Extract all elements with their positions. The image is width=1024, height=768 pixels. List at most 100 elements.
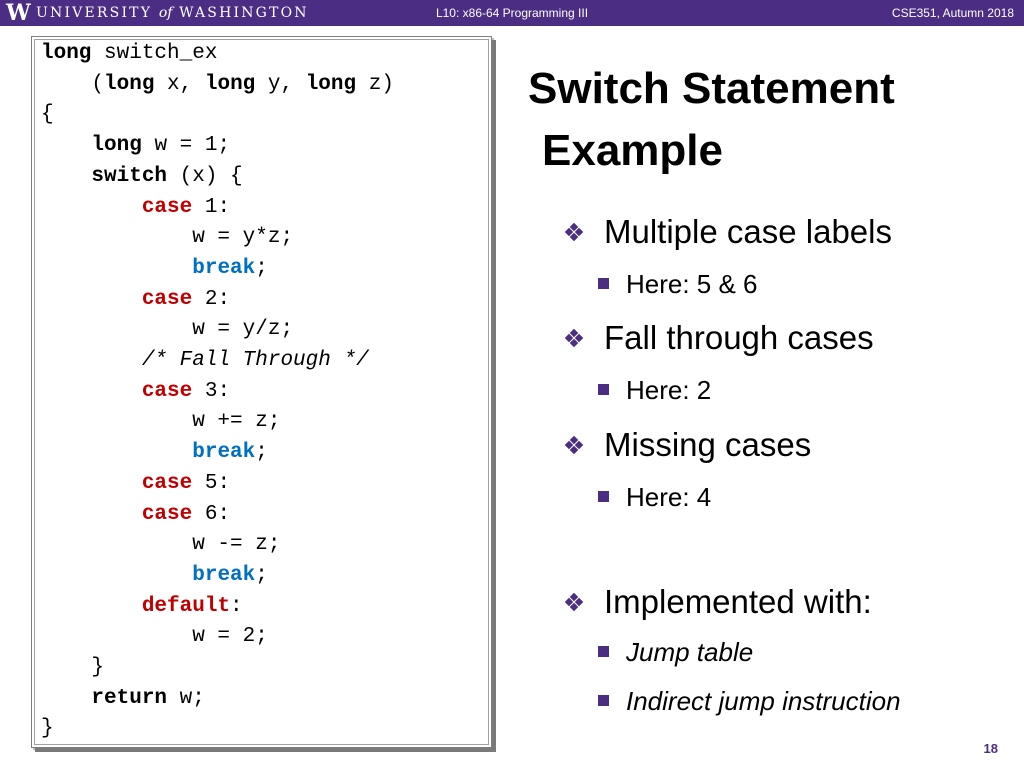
code-text: 2: — [192, 287, 231, 311]
code-keyword: switch — [91, 164, 168, 188]
code-text — [41, 380, 142, 403]
bullet-label: Multiple case labels — [604, 213, 892, 250]
code-keyword: break — [192, 563, 256, 587]
code-text — [41, 165, 91, 188]
university-name-part1: UNIVERSITY — [36, 5, 153, 21]
uw-logo-icon: W — [6, 0, 31, 26]
code-text — [41, 349, 142, 372]
code-keyword: return — [91, 686, 168, 710]
code-text: ; — [255, 563, 268, 587]
diamond-cluster-icon — [564, 223, 584, 242]
code-keyword: long — [204, 72, 256, 96]
square-icon — [598, 277, 609, 289]
sub-bullet-here-4: Here: 4 — [598, 481, 711, 513]
code-text: 5: — [192, 471, 231, 495]
university-name-part2: WASHINGTON — [179, 5, 309, 21]
code-keyword: case — [141, 287, 193, 311]
sub-bullet-here-5-6: Here: 5 & 6 — [598, 268, 758, 300]
code-text: w = y*z; — [41, 226, 294, 250]
diamond-cluster-icon — [564, 593, 584, 612]
code-line: { — [41, 100, 54, 130]
code-line: } — [41, 653, 104, 683]
code-line: switch (x) { — [41, 162, 243, 192]
bullet-label: Missing cases — [604, 426, 812, 463]
bullet-label: Implemented with: — [604, 583, 872, 620]
code-text — [41, 687, 91, 710]
code-keyword: long — [104, 72, 155, 96]
code-line: long switch_ex — [41, 39, 217, 69]
code-line: w = 2; — [41, 622, 268, 652]
code-text: w = 2; — [41, 625, 268, 649]
code-line: break; — [41, 438, 268, 468]
code-line: case 6: — [41, 500, 230, 530]
sub-bullet-here-2: Here: 2 — [598, 374, 711, 406]
header-bar: W UNIVERSITY of WASHINGTON L10: x86-64 P… — [0, 0, 1024, 26]
code-comment: /* Fall Through */ — [141, 349, 369, 372]
slide-title-line1: Switch Statement — [528, 64, 895, 113]
diamond-cluster-icon — [564, 329, 584, 348]
sub-bullet-label: Here: 4 — [626, 482, 712, 512]
sub-bullet-label: Here: 2 — [626, 375, 712, 405]
code-text: } — [41, 717, 54, 741]
sub-bullet-label: Indirect jump instruction — [626, 686, 901, 716]
code-text: 6: — [192, 502, 231, 526]
code-keyword: long — [41, 42, 92, 65]
code-line: w -= z; — [41, 530, 280, 560]
code-text: (x) { — [167, 164, 243, 188]
code-keyword: case — [141, 471, 193, 495]
code-keyword: break — [192, 441, 256, 465]
code-text — [41, 134, 91, 157]
code-text: { — [41, 103, 54, 127]
square-icon — [598, 645, 609, 657]
bullet-fall-through-cases: Fall through cases — [564, 318, 874, 358]
code-line: case 2: — [41, 285, 230, 315]
code-line: w += z; — [41, 407, 280, 437]
code-text: z) — [356, 72, 394, 96]
code-text — [41, 595, 142, 618]
page-number: 18 — [983, 741, 998, 756]
code-text — [41, 503, 142, 526]
code-text: y, — [255, 72, 306, 96]
code-text: w = y/z; — [41, 318, 294, 342]
square-icon — [598, 694, 609, 706]
code-text — [41, 257, 192, 280]
code-keyword: case — [141, 195, 193, 219]
code-keyword: break — [192, 256, 256, 280]
code-text: x, — [154, 72, 205, 96]
code-line: /* Fall Through */ — [41, 346, 369, 376]
bullet-multiple-case-labels: Multiple case labels — [564, 212, 892, 252]
code-line: case 3: — [41, 377, 230, 407]
code-keyword: case — [141, 379, 193, 403]
code-text: switch_ex — [91, 42, 218, 65]
slide-title-line2: Example — [542, 126, 723, 175]
code-line: default: — [41, 592, 243, 622]
square-icon — [598, 383, 609, 395]
code-text — [41, 564, 192, 587]
code-text: w = 1; — [141, 134, 231, 158]
code-text — [41, 441, 192, 464]
square-icon — [598, 490, 609, 502]
code-text: 1: — [192, 195, 231, 219]
code-text: w -= z; — [41, 533, 281, 557]
lecture-title: L10: x86-64 Programming III — [435, 6, 589, 20]
code-text: 3: — [192, 379, 231, 403]
code-box: long switch_ex (long x, long y, long z){… — [31, 36, 492, 748]
sub-bullet-jump-table: Jump table — [598, 636, 753, 668]
sub-bullet-label: Jump table — [626, 637, 754, 667]
code-text: w += z; — [41, 410, 281, 434]
slide-title: Switch Statement Example — [528, 58, 988, 182]
code-text: ( — [41, 72, 105, 96]
code-line: long w = 1; — [41, 131, 230, 161]
code-line: w = y/z; — [41, 315, 293, 345]
code-line: break; — [41, 561, 268, 591]
code-line: case 1: — [41, 193, 230, 223]
code-keyword: long — [305, 72, 357, 96]
code-text — [41, 472, 142, 495]
code-text: } — [41, 656, 105, 679]
code-keyword: default — [141, 594, 231, 618]
code-text: w; — [167, 686, 205, 710]
code-text: ; — [255, 256, 268, 280]
bullet-implemented-with: Implemented with: — [564, 582, 872, 622]
sub-bullet-indirect-jump: Indirect jump instruction — [598, 685, 901, 717]
code-text: ; — [255, 441, 268, 465]
